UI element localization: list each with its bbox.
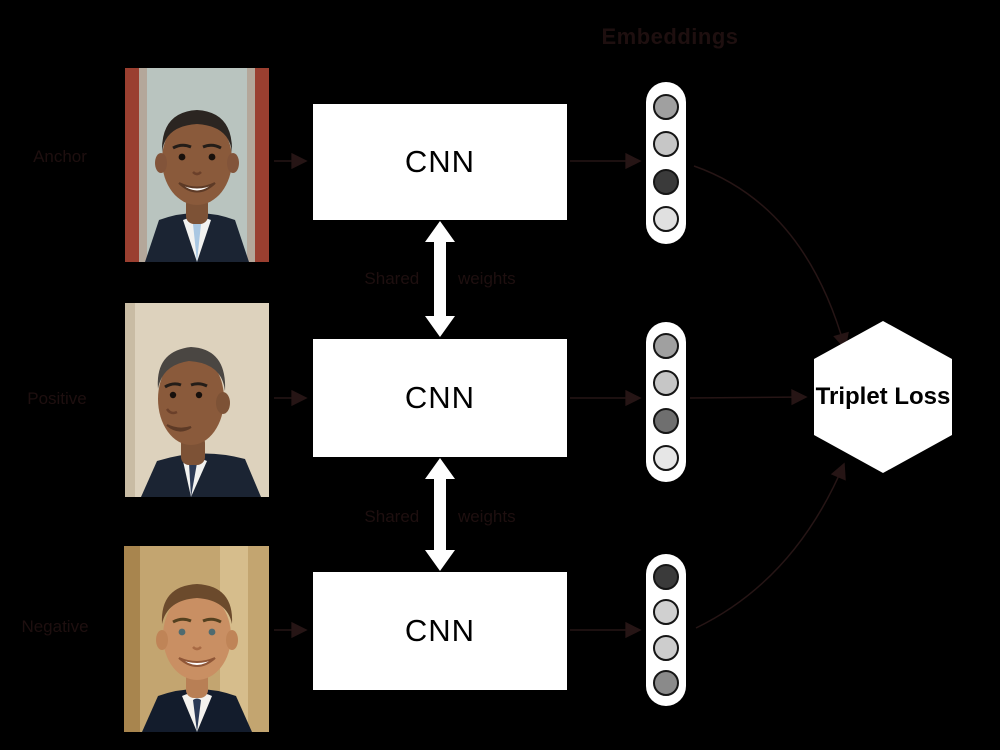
shared-weights-label-bottom: Shared weights bbox=[364, 507, 516, 526]
negative-photo bbox=[124, 546, 269, 732]
embedding-dot bbox=[653, 444, 679, 471]
cnn-box-anchor: CNN bbox=[313, 104, 567, 220]
positive-label: Positive bbox=[27, 389, 87, 408]
embedding-dot bbox=[653, 131, 679, 158]
shared-weights-label-top: Shared weights bbox=[364, 269, 516, 288]
positive-photo bbox=[125, 303, 269, 497]
embedding-dot bbox=[653, 333, 679, 360]
cnn-box-positive: CNN bbox=[313, 339, 567, 457]
negative-label: Negative bbox=[21, 617, 89, 636]
anchor-label: Anchor bbox=[33, 147, 87, 166]
embedding-dot bbox=[653, 93, 679, 120]
embedding-dot bbox=[653, 634, 679, 661]
embeddings-title: Embeddings bbox=[601, 24, 739, 49]
embedding-vector-positive bbox=[646, 322, 686, 482]
triplet-loss-node: Triplet Loss bbox=[814, 321, 952, 473]
embedding-dot bbox=[653, 206, 679, 233]
embedding-dot bbox=[653, 670, 679, 697]
embedding-dot bbox=[653, 599, 679, 626]
embedding-dot bbox=[653, 370, 679, 397]
embedding-vector-anchor bbox=[646, 82, 686, 244]
embedding-dot bbox=[653, 168, 679, 195]
cnn-box-negative: CNN bbox=[313, 572, 567, 690]
triplet-loss-label: Triplet Loss bbox=[815, 383, 951, 410]
embedding-dot bbox=[653, 563, 679, 590]
embedding-vector-negative bbox=[646, 554, 686, 706]
embedding-dot bbox=[653, 407, 679, 434]
anchor-photo bbox=[125, 68, 269, 262]
